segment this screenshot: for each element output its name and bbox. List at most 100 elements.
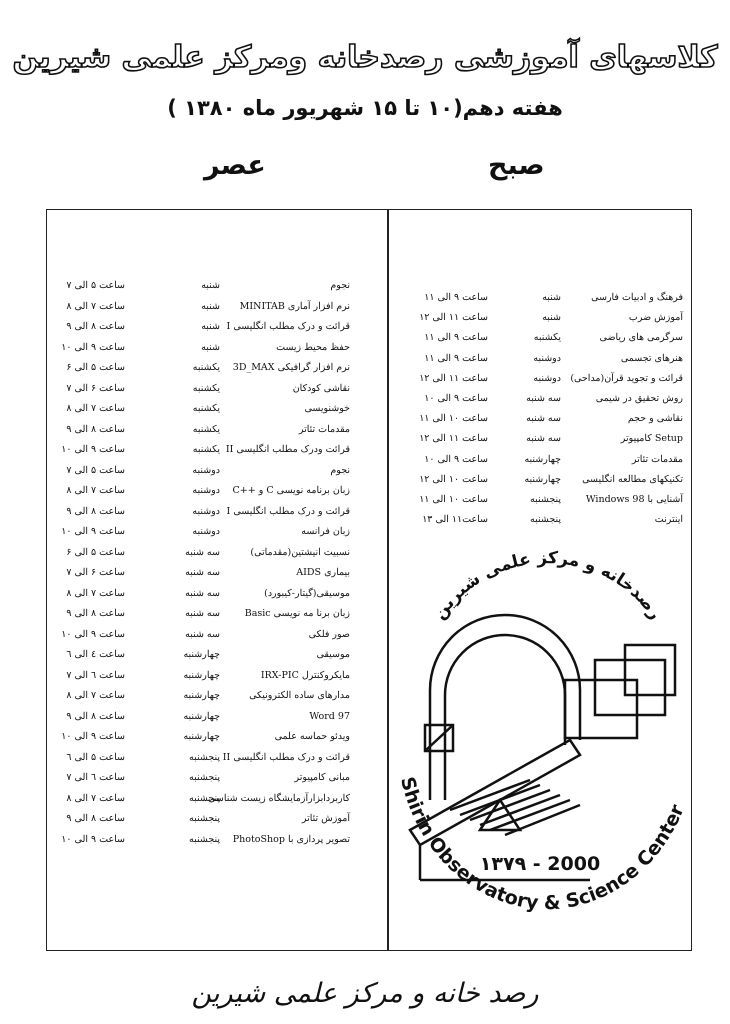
day-name: دوشنبه: [192, 464, 220, 476]
time-slot: ساعت ۷ الی ۸: [66, 792, 125, 804]
day-name: شنبه: [542, 312, 561, 324]
course-name: تکنیکهای مطالعه انگلیسی: [582, 473, 683, 485]
schedule-row: نرم افزار گرافیکی 3D_MAX یکشنبه ساعت ۵ الی…: [60, 362, 350, 378]
course-name: نسبیت انیشتین(مقدماتی): [250, 546, 350, 558]
day-name: سه شنبه: [185, 608, 220, 619]
time-slot: ساعت ۷ الی ۸: [66, 403, 125, 414]
day-name: چهارشنبه: [524, 473, 561, 485]
course-name: نجوم: [330, 464, 350, 476]
day-name: یکشنبه: [192, 423, 220, 435]
observatory-logo: رصدخانه و مرکز علمی شیرین Shirin Observa…: [396, 548, 689, 914]
course-name: کاربردابزارآزمایشگاه زیست شناسی: [208, 792, 350, 804]
time-slot: ساعت ۵ الی ٦: [66, 751, 125, 763]
course-name: آشنایی با Windows 98: [585, 494, 683, 505]
day-name: پنجشنبه: [530, 514, 561, 526]
day-name: چهارشنبه: [524, 453, 561, 465]
course-name: نرم افزار آماری MINITAB: [239, 300, 350, 312]
day-name: یکشنبه: [192, 403, 220, 414]
time-slot: ساعت ۱۱ الی ۱۲: [419, 312, 488, 324]
course-name: مبانی کامپیوتر: [294, 772, 350, 783]
day-name: چهارشنبه: [183, 690, 220, 701]
week-subtitle: هفته دهم(۱۰ تا ۱۵ شهریور ماه ۱۳۸۰ ): [167, 96, 563, 120]
course-name: قرائت و درک مطلب انگلیسی I: [226, 505, 350, 517]
day-name: سه شنبه: [526, 433, 561, 445]
day-name: شنبه: [201, 321, 220, 332]
day-name: شنبه: [201, 341, 220, 353]
day-name: دوشنبه: [192, 485, 220, 496]
course-name: ویدئو حماسه علمی: [274, 731, 350, 742]
course-name: هنرهای تجسمی: [620, 352, 683, 364]
course-name: آموزش ضرب: [628, 312, 683, 324]
schedule-row: زبان برنا مه نویسی Basic سه شنبه ساعت ۸ ال…: [60, 608, 350, 624]
time-slot: ساعت ۹ الی ۱۰: [61, 341, 125, 353]
course-name: زبان برنامه نویسی C و ++C: [232, 485, 350, 496]
course-name: آموزش تئاتر: [301, 813, 350, 824]
day-name: پنجشنبه: [189, 792, 220, 804]
day-name: پنجشنبه: [189, 772, 220, 783]
day-name: سه شنبه: [185, 587, 220, 599]
course-name: خوشنویسی: [304, 403, 350, 414]
course-name: نجوم: [330, 280, 350, 291]
day-name: شنبه: [201, 280, 220, 291]
course-name: قرائت و تجوید قرآن(مداحی): [570, 372, 683, 384]
time-slot: ساعت۱۱ الی ۱۳: [422, 514, 488, 526]
schedule-row: مقدمات تئاتر یکشنبه ساعت ۸ الی ۹: [60, 424, 350, 440]
time-slot: ساعت ۸ الی ۹: [66, 608, 125, 619]
day-name: دوشنبه: [192, 505, 220, 517]
day-name: سه شنبه: [185, 628, 220, 640]
course-name: مقدمات تئاتر: [631, 453, 683, 465]
course-name: زبان برنا مه نویسی Basic: [244, 608, 350, 619]
day-name: پنجشنبه: [189, 833, 220, 845]
day-name: چهارشنبه: [183, 731, 220, 742]
course-name: Word 97: [309, 710, 350, 722]
time-slot: ساعت ۷ الی ۸: [66, 485, 125, 496]
course-name: قرائت و درک مطلب انگلیسی II: [222, 751, 350, 763]
time-slot: ساعت ٤ الی ٦: [66, 649, 125, 660]
time-slot: ساعت ۹ الی ۱۱: [424, 352, 488, 364]
day-name: سه شنبه: [526, 393, 561, 404]
morning-heading: صبح: [488, 150, 545, 181]
time-slot: ساعت ۸ الی ۹: [66, 710, 125, 722]
time-slot: ساعت ۸ الی ۹: [66, 423, 125, 435]
course-name: مقدمات تئاتر: [298, 423, 350, 435]
day-name: یکشنبه: [192, 362, 220, 373]
time-slot: ساعت ۵ الی ۶: [66, 362, 125, 373]
page-title: کلاسهای آموزشی رصدخانه ومرکز علمی شیرین: [12, 39, 718, 76]
day-name: پنجشنبه: [189, 751, 220, 763]
logo-years: ۱۳۷۹ - 2000: [480, 853, 600, 875]
schedule-row: قرائت و درک مطلب انگلیسی I دوشنبه ساعت ۸ ا…: [60, 506, 350, 522]
time-slot: ساعت ۸ الی ۹: [66, 505, 125, 517]
schedule-row: آموزش ضرب شنبه ساعت ۱۱ الی ۱۲: [405, 312, 683, 328]
time-slot: ساعت ۸ الی ۹: [66, 321, 125, 332]
course-name: مدارهای ساده الکترونیکی: [249, 690, 350, 701]
course-name: نرم افزار گرافیکی 3D_MAX: [232, 362, 350, 373]
schedule-row: قرائت و درک مطلب انگلیسی I شنبه ساعت ۸ الی…: [60, 321, 350, 337]
time-slot: ساعت ۱۱ الی ۱۲: [419, 372, 488, 384]
day-name: دوشنبه: [533, 352, 561, 364]
day-name: شنبه: [542, 292, 561, 303]
time-slot: ساعت ۹ الی ۱۰: [61, 628, 125, 640]
day-name: چهارشنبه: [183, 669, 220, 681]
day-name: سه شنبه: [185, 567, 220, 578]
time-slot: ساعت ۸ الی ۹: [66, 813, 125, 824]
course-name: قرائت و درک مطلب انگلیسی I: [226, 321, 350, 332]
course-name: موسیقی(گیتار-کیبورد): [264, 587, 350, 599]
